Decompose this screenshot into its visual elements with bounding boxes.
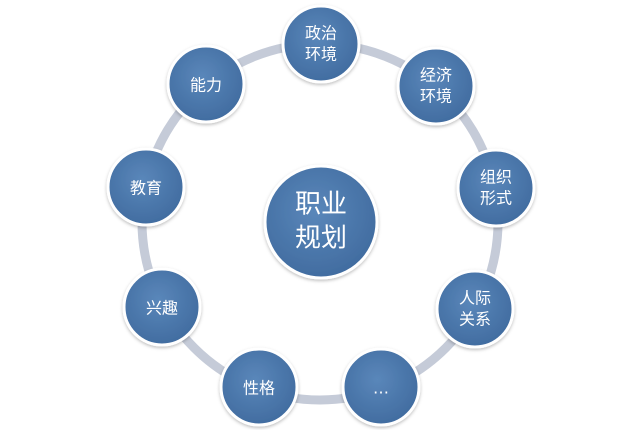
node-circle	[166, 44, 246, 124]
center-node: 职业 规划	[263, 164, 379, 280]
node-circle	[281, 4, 361, 84]
node-label-line2: 形式	[480, 189, 512, 208]
node-label-line1: 兴趣	[146, 299, 178, 318]
node-label-line1: 政治	[305, 24, 337, 43]
node-circle	[122, 267, 202, 347]
node-label-line1: 性格	[243, 379, 275, 398]
node-organization-form: 组织 形式	[456, 148, 536, 228]
node-label-line2: 环境	[420, 87, 452, 106]
node-interest: 兴趣	[122, 267, 202, 347]
node-interpersonal-relations: 人际 关系	[435, 269, 515, 349]
node-personality: 性格	[219, 347, 299, 427]
node-label-line1: 组织	[480, 168, 512, 187]
node-education: 教育	[106, 147, 186, 227]
node-circle	[435, 269, 515, 349]
node-label-line1: …	[373, 379, 389, 398]
node-circle	[219, 347, 299, 427]
node-ellipsis: …	[341, 347, 421, 427]
node-economic-environment: 经济 环境	[396, 46, 476, 126]
node-label-line1: 能力	[190, 76, 222, 95]
node-label-line1: 人际	[459, 289, 491, 308]
node-circle	[396, 46, 476, 126]
center-node-label-line1: 职业	[295, 190, 347, 220]
node-circle	[456, 148, 536, 228]
node-label-line1: 教育	[130, 179, 162, 198]
node-circle	[106, 147, 186, 227]
node-ability: 能力	[166, 44, 246, 124]
center-node-label-line2: 规划	[295, 224, 347, 254]
center-node-circle	[263, 164, 379, 280]
node-label-line2: 关系	[459, 310, 491, 329]
node-label-line1: 经济	[420, 66, 452, 85]
node-political-environment: 政治 环境	[281, 4, 361, 84]
node-circle	[341, 347, 421, 427]
node-label-line2: 环境	[305, 45, 337, 64]
